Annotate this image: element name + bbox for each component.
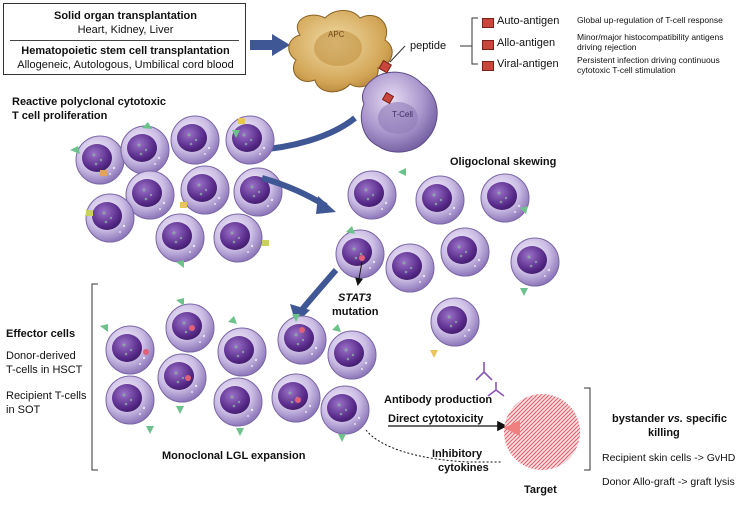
monoclonal-cells — [100, 298, 377, 442]
sot-organs: Heart, Kidney, Liver — [77, 24, 174, 36]
peptide-label: peptide — [410, 40, 447, 52]
cytokines-label: cytokines — [438, 462, 489, 474]
killing-title: bystander vs. specific — [612, 413, 727, 425]
stat3-label: STAT3 — [338, 292, 372, 304]
polyclonal-cells — [70, 115, 283, 268]
effector-bracket — [91, 283, 98, 471]
effector-title: Effector cells — [6, 328, 76, 340]
inhibitory-label: Inhibitory — [432, 448, 483, 460]
antigen-desc: Global up-regulation of T-cell response — [577, 15, 723, 25]
antigen-marker-icon — [482, 61, 494, 71]
antigen-name: Allo-antigen — [497, 37, 556, 49]
polyclonal-title: Reactive polyclonal cytotoxic — [12, 96, 167, 108]
oligoclonal-cells — [335, 168, 560, 358]
antibody-production-label: Antibody production — [384, 394, 493, 406]
antigen-marker-icon — [482, 40, 494, 50]
antigen-name: Auto-antigen — [497, 15, 560, 27]
arrow-to-apc — [250, 34, 290, 56]
t-cell-label: T-Cell — [392, 110, 413, 119]
antigen-name: Viral-antigen — [497, 58, 559, 70]
target-cell — [504, 394, 580, 470]
recipient-1: Recipient T-cells — [6, 390, 87, 402]
antigen-desc: cytotoxic T-cell stimulation — [577, 65, 676, 75]
antigen-desc: driving rejection — [577, 42, 637, 52]
donor-derived-1: Donor-derived — [6, 350, 76, 362]
killing-title-2: killing — [648, 427, 680, 439]
arrow-to-monoclonal — [297, 268, 339, 314]
antigen-desc: Persistent infection driving continuous — [577, 55, 720, 65]
polyclonal-title-2: T cell proliferation — [12, 110, 108, 122]
oligoclonal-title: Oligoclonal skewing — [450, 156, 557, 168]
direct-cytotoxicity-label: Direct cytotoxicity — [388, 413, 484, 425]
donor-derived-2: T-cells in HSCT — [6, 364, 83, 376]
graft-lysis-label: Donor Allo-graft -> graft lysis — [602, 476, 735, 488]
target-label: Target — [524, 484, 557, 496]
gvhd-label: Recipient skin cells -> GvHD — [602, 452, 736, 464]
antibody-icon — [475, 362, 505, 397]
divider — [10, 40, 239, 41]
apc-label: APC — [328, 30, 345, 39]
hsct-title: Hematopoietic stem cell transplantation — [21, 45, 230, 57]
sot-title: Solid organ transplantation — [53, 10, 197, 22]
mutation-label: mutation — [332, 306, 379, 318]
hsct-sources: Allogeneic, Autologous, Umbilical cord b… — [17, 59, 234, 71]
monoclonal-title: Monoclonal LGL expansion — [162, 450, 306, 462]
antigen-desc: Minor/major histocompatibility antigens — [577, 32, 724, 42]
transplant-box: Solid organ transplantation Heart, Kidne… — [3, 3, 246, 75]
antigen-marker-icon — [482, 18, 494, 28]
recipient-2: in SOT — [6, 404, 41, 416]
